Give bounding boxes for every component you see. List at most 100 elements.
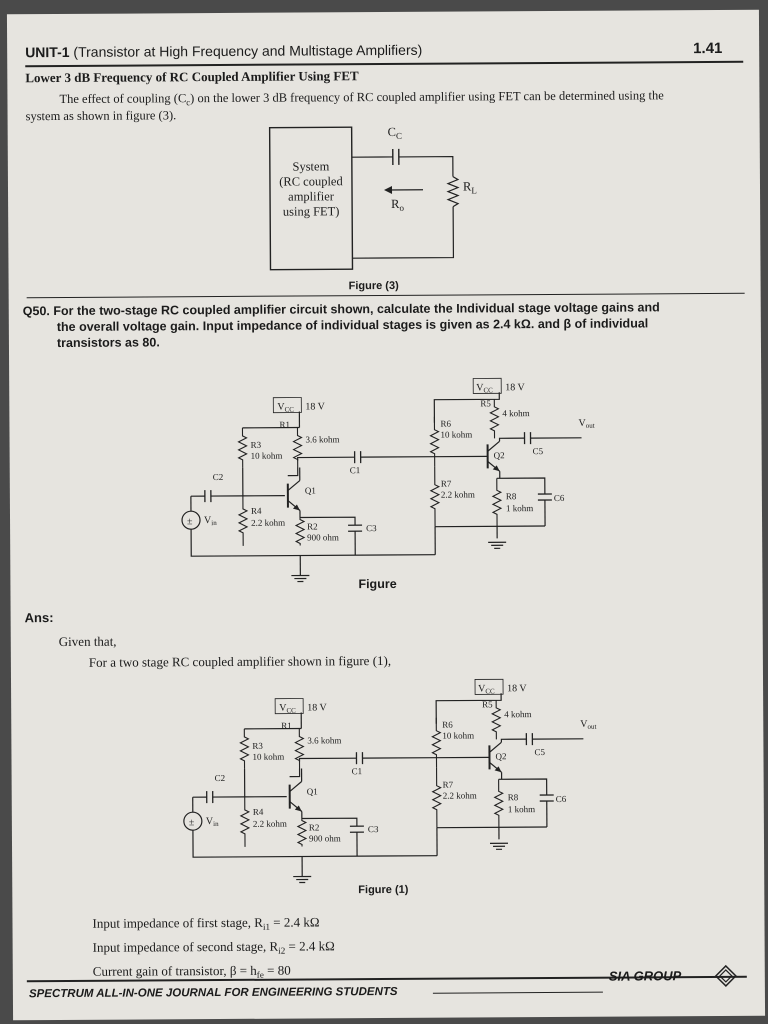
c1-label: C1	[352, 766, 363, 776]
r4-label: R4	[253, 807, 264, 817]
wire	[301, 817, 358, 827]
rl-label: RL	[463, 179, 477, 195]
r3-label: R3	[252, 741, 263, 751]
journal-page: UNIT-1 (Transistor at High Frequency and…	[6, 9, 766, 1021]
vin-label: Vin	[204, 515, 217, 527]
resistor-r7	[429, 466, 441, 527]
vcc-value-1: 18 V	[305, 401, 325, 412]
wire	[435, 693, 502, 724]
source-sign: ±	[187, 516, 193, 527]
r3-value: 10 kohm	[252, 752, 284, 762]
resistor-r5	[490, 700, 502, 740]
resistor-r5	[489, 399, 500, 439]
wire	[500, 738, 527, 743]
wire	[287, 467, 299, 477]
c3-label: C3	[368, 824, 379, 834]
source-sign: ±	[189, 817, 195, 828]
r6-label: R6	[440, 419, 451, 429]
c2-label: C2	[213, 472, 224, 482]
r1-value: 3.6 kohm	[307, 735, 341, 745]
transistor-q2	[489, 741, 502, 753]
vout-label: Vout	[580, 719, 596, 731]
arrow-left-icon	[384, 185, 393, 194]
wire	[435, 525, 546, 528]
resistor-r3	[239, 728, 250, 769]
r7-label: R7	[441, 479, 452, 489]
c2-label: C2	[215, 773, 226, 783]
r2-value: 900 ohm	[309, 833, 341, 843]
vcc-box-2	[472, 377, 502, 394]
r4-value: 2.2 kohm	[251, 518, 285, 528]
r8-value: 1 kohm	[506, 503, 533, 513]
transistor-q1	[294, 805, 302, 812]
wire	[242, 467, 285, 497]
answer-label: Ans:	[24, 610, 54, 626]
r8-value: 1 kohm	[508, 804, 535, 814]
wire	[496, 477, 546, 495]
wire	[192, 830, 438, 858]
r2-label: R2	[309, 822, 320, 832]
vcc-label-1: VCC	[279, 703, 296, 715]
load-resistor	[446, 176, 460, 208]
figure-caption: Figure	[358, 576, 397, 592]
resistor-r1	[292, 427, 303, 468]
r6-label: R6	[442, 720, 453, 730]
transistor-q2	[494, 766, 502, 773]
system-label-3: amplifier	[288, 189, 335, 203]
resistor-r6	[429, 416, 440, 467]
resistor-r8	[491, 478, 503, 527]
footer-line	[432, 991, 603, 994]
vcc-box-1	[272, 397, 302, 414]
system-block	[268, 126, 354, 271]
r5-value: 4 kohm	[502, 408, 529, 418]
r8-label: R8	[508, 792, 519, 802]
c1-label: C1	[350, 465, 361, 475]
vcc-box-1	[274, 698, 304, 715]
wire	[297, 456, 355, 461]
r5-value: 4 kohm	[504, 709, 531, 719]
question-block: Q50. For the two-stage RC coupled amplif…	[23, 300, 660, 318]
answer-given: Given that,	[58, 633, 117, 650]
cap-label: CC	[388, 125, 402, 141]
q2-label: Q2	[495, 751, 506, 761]
wire	[433, 392, 500, 423]
transistor-q2	[492, 465, 500, 472]
r8-label: R8	[506, 491, 517, 501]
vcc-label-2: VCC	[476, 382, 493, 394]
question-line-1: For the two-stage RC coupled amplifier c…	[53, 300, 660, 319]
q1-label: Q1	[307, 786, 318, 796]
q2-label: Q2	[494, 450, 505, 460]
ro-label: Ro	[391, 197, 404, 213]
transistor-q1	[287, 480, 301, 492]
wire	[289, 768, 301, 778]
publisher-logo-icon	[714, 964, 737, 987]
resistor-r7	[431, 767, 442, 828]
r3-value: 10 kohm	[251, 451, 283, 461]
transistor-q1	[292, 504, 300, 511]
r7-value: 2.2 kohm	[441, 489, 475, 499]
c3-label: C3	[366, 523, 377, 533]
question-line-3: transistors as 80.	[56, 335, 160, 351]
resistor-r1	[294, 728, 305, 769]
vin-label: Vin	[206, 816, 219, 828]
system-label-2: (RC coupled	[279, 174, 343, 188]
r1-label: R1	[281, 721, 292, 731]
c5-label: C5	[533, 446, 544, 456]
vout-label: Vout	[578, 418, 594, 430]
system-label-1: System	[292, 159, 329, 173]
figure-3-caption: Figure (3)	[348, 279, 399, 293]
c6-label: C6	[556, 794, 567, 804]
resistor-r6	[431, 717, 442, 768]
wire	[398, 155, 454, 177]
resistor-r2	[294, 517, 306, 546]
r1-value: 3.6 kohm	[306, 434, 340, 444]
r1-label: R1	[279, 420, 290, 430]
r3-label: R3	[251, 440, 262, 450]
wire	[243, 768, 287, 798]
wire	[190, 529, 436, 557]
r2-value: 900 ohm	[307, 532, 339, 542]
resistor-r4	[239, 796, 251, 847]
wire	[498, 778, 548, 796]
given-input-impedance-2: Input impedance of second stage, Ri2 = 2…	[92, 938, 335, 956]
